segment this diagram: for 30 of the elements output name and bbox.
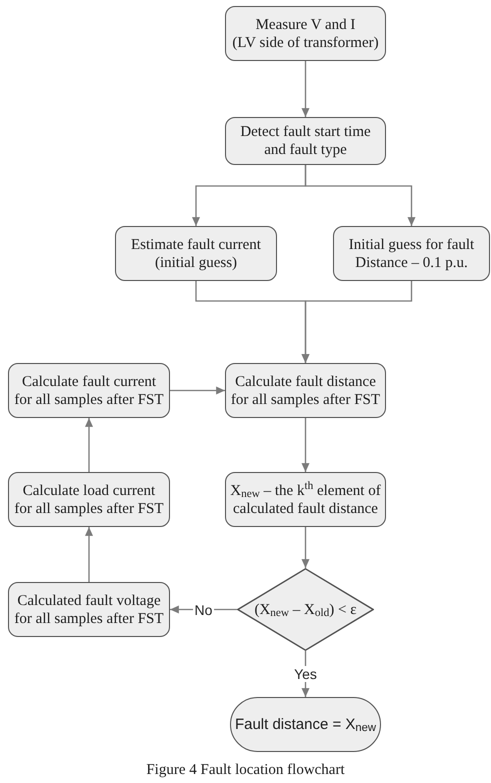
arrow xyxy=(85,527,93,582)
process-box xyxy=(225,472,386,527)
arrow xyxy=(304,165,416,226)
step-text: Detect fault start time and fault type xyxy=(240,123,371,159)
step-text: Estimate fault current (initial guess) xyxy=(131,236,261,272)
arrow xyxy=(302,281,412,363)
step-text: Calculated fault voltage for all samples after FST xyxy=(14,592,164,628)
process-box xyxy=(225,363,386,418)
step-text: Initial guess for fault Distance – 0.1 p.u. xyxy=(348,236,474,272)
arrow xyxy=(302,61,310,117)
process-box xyxy=(225,6,386,61)
arrow xyxy=(170,386,225,394)
edge-label: Yes xyxy=(292,666,319,682)
process-box xyxy=(115,226,277,281)
process-box xyxy=(8,472,170,527)
step-text: Fault distance = X$_{new}$ xyxy=(234,716,376,734)
step-text: Calculate load current for all samples after FST xyxy=(14,482,164,518)
condition-text: (X$_{new}$ – X$_{old}$) < ε xyxy=(254,600,357,618)
process-box xyxy=(333,226,490,281)
step-text: Calculate fault current for all samples after FST xyxy=(14,372,164,408)
arrow xyxy=(302,527,310,568)
process-box xyxy=(225,117,386,165)
step-text: Measure V and I (LV side of transformer) xyxy=(232,16,379,52)
process-box xyxy=(8,582,170,637)
arrow xyxy=(85,418,93,472)
step-text: X$_{new}$ – the k$^{th}$ element of calculated fault distance xyxy=(230,482,381,518)
arrow xyxy=(302,418,310,472)
process-box xyxy=(8,363,170,418)
figure-caption: Figure 4 Fault location flowchart xyxy=(146,761,345,779)
step-text: Calculate fault distance for all samples after FST xyxy=(230,372,380,408)
